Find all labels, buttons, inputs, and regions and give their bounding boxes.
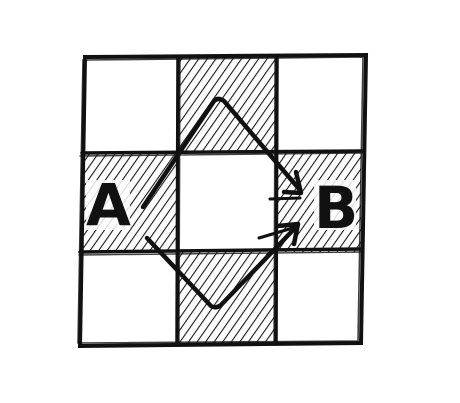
upper-path-arrow — [140, 96, 303, 210]
grid-line-horizontal-1-overstroke — [79, 152, 363, 157]
upper-path-tail — [268, 196, 302, 201]
grid-line-horizontal-1 — [80, 149, 366, 155]
grid-line-horizontal-2-overstroke — [78, 251, 362, 256]
label-start: A — [86, 171, 131, 239]
grid-line-vertical-1-overstroke — [178, 58, 181, 344]
grid-line-horizontal-2 — [78, 247, 364, 254]
lower-path-arrow — [144, 223, 300, 310]
lower-path-tail — [257, 225, 298, 240]
label-b-backdrop — [314, 180, 356, 230]
grid-line-vertical-1 — [175, 55, 180, 347]
label-a-backdrop — [86, 180, 130, 230]
grid-border — [77, 52, 369, 349]
grid-border-overstroke — [77, 56, 364, 344]
label-end: B — [314, 174, 358, 242]
paths — [140, 96, 304, 310]
upper-path-arrowhead — [281, 169, 304, 196]
lower-path-arrowhead — [275, 221, 301, 247]
